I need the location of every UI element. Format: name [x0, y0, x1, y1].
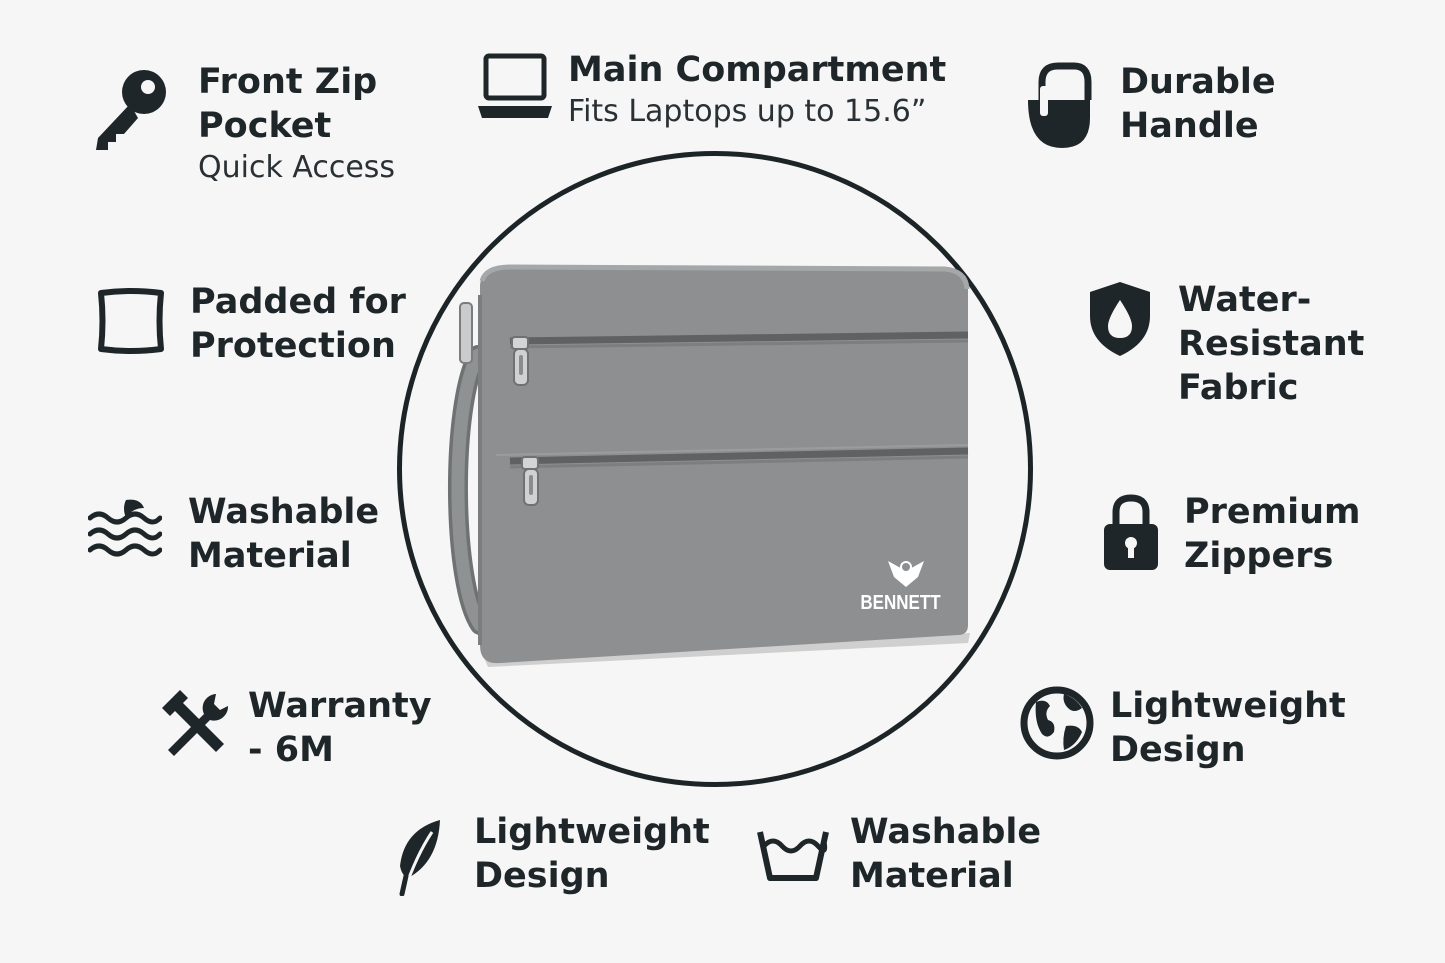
feature-water-resistant: Water- Resistant Fabric: [1088, 278, 1364, 410]
feature-washable-material-bottom: Washable Material: [756, 810, 1041, 898]
feature-title: Washable: [188, 492, 380, 532]
feature-front-zip-pocket: Front Zip Pocket Quick Access: [92, 60, 395, 188]
padding-square-icon: [96, 286, 166, 356]
feature-title: Front Zip: [198, 62, 378, 102]
feature-title: Material: [850, 856, 1014, 896]
globe-icon: [1020, 686, 1094, 760]
padlock-icon: [1102, 492, 1160, 572]
feature-subtitle: Fits Laptops up to 15.6”: [568, 94, 927, 129]
wash-tub-icon: [756, 824, 830, 884]
feature-title: Zippers: [1184, 536, 1334, 576]
feature-main-compartment: Main Compartment Fits Laptops up to 15.6…: [476, 48, 946, 132]
feature-title: Premium: [1184, 492, 1361, 532]
feature-lightweight-design-right: Lightweight Design: [1020, 684, 1346, 772]
feature-title: Handle: [1120, 106, 1259, 146]
feature-title: Lightweight: [1110, 686, 1346, 726]
feature-title: Material: [188, 536, 352, 576]
feature-subtitle: Quick Access: [198, 150, 396, 185]
feature-title: Design: [1110, 730, 1246, 770]
tools-icon: [160, 688, 230, 758]
key-icon: [92, 66, 170, 154]
feature-title: Main Compartment: [568, 50, 947, 90]
feature-title: Durable: [1120, 62, 1276, 102]
feather-icon: [394, 816, 446, 896]
feature-title: Protection: [190, 326, 396, 366]
feature-title: Resistant: [1178, 324, 1365, 364]
feature-title: Padded for: [190, 282, 406, 322]
feature-lightweight-design-bottom: Lightweight Design: [394, 810, 710, 898]
feature-durable-handle: Durable Handle: [1024, 60, 1276, 152]
feature-title: Design: [474, 856, 610, 896]
feature-title: Warranty: [248, 686, 432, 726]
shield-drop-icon: [1088, 280, 1152, 358]
handle-icon: [1024, 60, 1096, 152]
feature-warranty: Warranty - 6M: [160, 684, 432, 772]
water-waves-icon: [88, 496, 162, 558]
brand-logo-text: BENNETT: [860, 592, 941, 614]
laptop-icon: [476, 52, 554, 122]
feature-title: Fabric: [1178, 368, 1299, 408]
feature-padded-protection: Padded for Protection: [96, 280, 406, 368]
feature-washable-material-left: Washable Material: [88, 490, 379, 578]
feature-title: - 6M: [248, 730, 334, 770]
feature-title: Lightweight: [474, 812, 710, 852]
feature-title: Washable: [850, 812, 1042, 852]
feature-premium-zippers: Premium Zippers: [1102, 490, 1361, 578]
feature-title: Pocket: [198, 106, 332, 146]
laptop-sleeve-image: [440, 255, 980, 679]
bennett-logo-icon: [888, 561, 924, 587]
feature-title: Water-: [1178, 280, 1312, 320]
